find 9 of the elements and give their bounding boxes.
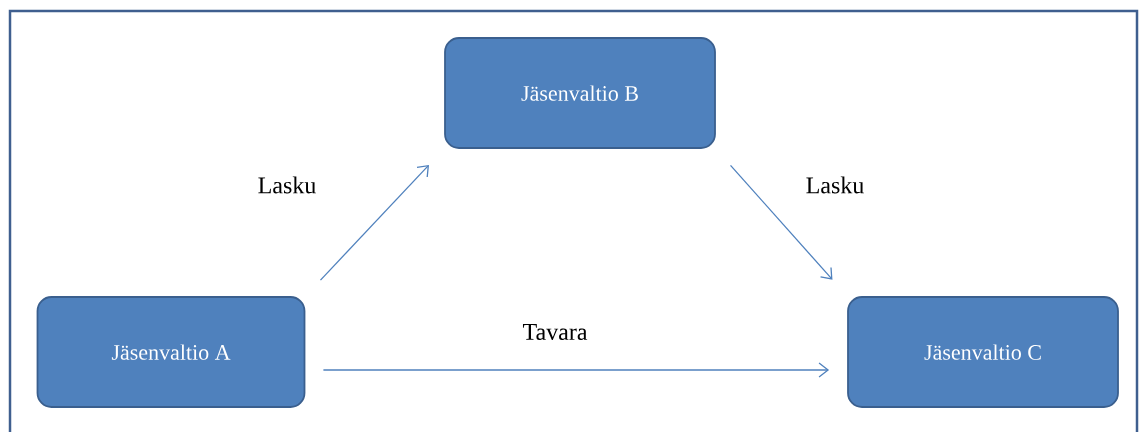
- edge-label: Tavara: [523, 324, 588, 340]
- edge-label: Lasku: [806, 176, 864, 194]
- node-box: Jäsenvaltio C: [847, 296, 1119, 408]
- arrow: [729, 164, 833, 280]
- edge-label: Lasku: [258, 176, 316, 194]
- arrow: [319, 164, 429, 281]
- node-box: Jäsenvaltio B: [444, 37, 716, 149]
- node-box: Jäsenvaltio A: [36, 296, 306, 408]
- arrow: [322, 362, 830, 378]
